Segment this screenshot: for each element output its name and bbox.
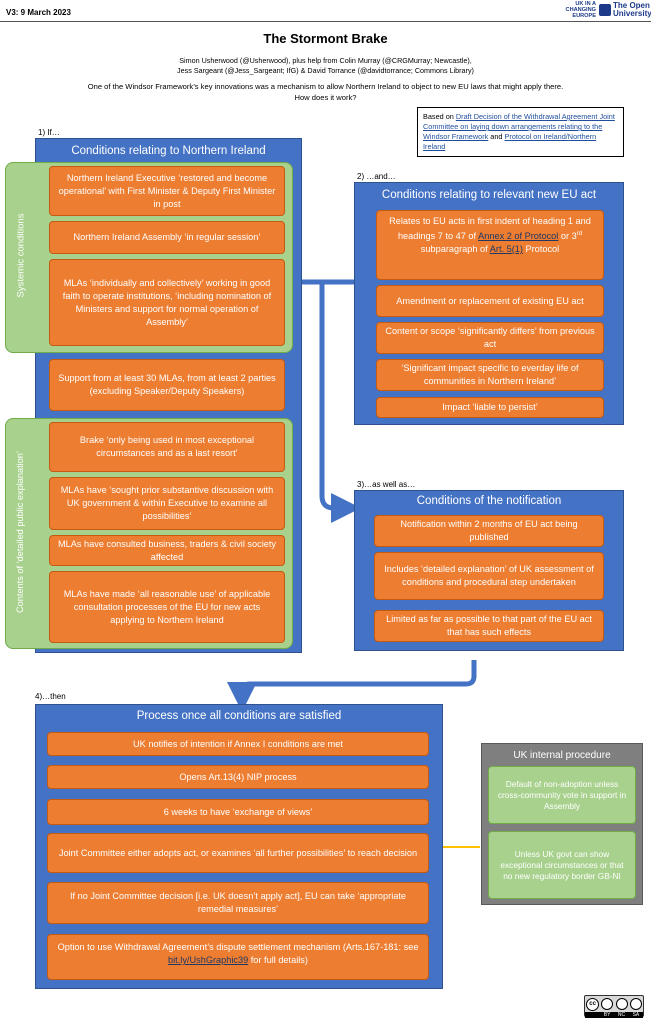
open-university-logo: The Open University [613,1,651,18]
opens-nip-process-step: Opens Art.13(4) NIP process [47,765,429,789]
header-divider [0,21,651,22]
mlas-good-faith-condition: MLAs ‘individually and collectively’ wor… [49,259,285,346]
uk-internal-procedure-heading: UK internal procedure [513,750,611,761]
significant-impact-condition: ‘Significant impact specific to everday … [376,359,604,391]
authors: Simon Usherwood (@Usherwood), plus help … [177,56,474,75]
attribution-icon [601,998,614,1010]
eu-act-conditions-heading: Conditions relating to relevant new EU a… [381,189,597,201]
step-3-label: 3)…as well as… [357,480,416,489]
step-2-label: 2) …and… [357,172,396,181]
non-commercial-icon [615,998,628,1010]
notification-timing-condition: Notification within 2 months of EU act b… [374,515,604,547]
prior-discussion-condition: MLAs have ‘sought prior substantive disc… [49,477,285,530]
impact-persist-condition: Impact ‘liable to persist’ [376,397,604,418]
step-4-label: 4)…then [35,692,66,701]
ni-assembly-condition: Northern Ireland Assembly ‘in regular se… [49,221,285,254]
share-alike-icon [629,998,642,1010]
limited-scope-condition: Limited as far as possible to that part … [374,610,604,642]
protocol-link[interactable]: Protocol on Ireland/Northern Ireland [423,132,597,151]
default-non-adoption-item: Default of non-adoption unless cross-com… [488,766,636,824]
step-1-label: 1) If… [38,128,60,137]
eu-remedial-measures-step: If no Joint Committee decision [i.e. UK … [47,882,429,924]
notification-conditions-heading: Conditions of the notification [416,495,562,507]
uk-notifies-step: UK notifies of intention if Annex I cond… [47,732,429,756]
ush-graphic-link[interactable]: bit.ly/UshGraphic39 [168,955,249,965]
amendment-condition: Amendment or replacement of existing EU … [376,285,604,317]
draft-decision-link[interactable]: Draft Decision of the Withdrawal Agreeme… [423,112,615,141]
ni-conditions-heading: Conditions relating to Northern Ireland [71,145,266,157]
eu-consultation-condition: MLAs have made ‘all reasonable use’ of a… [49,571,285,643]
mla-support-condition: Support from at least 30 MLAs, from at l… [49,359,285,411]
consultation-condition: MLAs have consulted business, traders & … [49,535,285,566]
version-label: V3: 9 March 2023 [6,8,71,17]
annex-2-link[interactable]: Annex 2 of Protocol [478,231,559,242]
creative-commons-license-badge: cc BY NC SA [584,995,644,1018]
eu-act-scope-condition: Relates to EU acts in first indent of he… [376,210,604,280]
detailed-explanation-condition: Includes ‘detailed explanation’ of UK as… [374,552,604,600]
joint-committee-step: Joint Committee either adopts act, or ex… [47,833,429,873]
source-box: Based on Draft Decision of the Withdrawa… [417,107,624,157]
page-title: The Stormont Brake [263,31,388,46]
cc-icon: cc [586,998,600,1011]
last-resort-condition: Brake ‘only being used in most exception… [49,422,285,472]
ni-executive-condition: Northern Ireland Executive ‘restored and… [49,166,285,216]
intro-text: One of the Windsor Framework’s key innov… [87,82,564,102]
art-5-1-link[interactable]: Art. 5(1) [489,244,523,255]
arrow-to-notification [319,282,361,523]
systemic-conditions-label: Systemic conditions [15,213,27,298]
open-university-logo-mark [599,4,611,16]
scope-differs-condition: Content or scope ‘significantly differs’… [376,322,604,354]
process-heading: Process once all conditions are satisfie… [136,710,342,722]
public-explanation-label: Contents of ‘detailed public explanation… [15,451,25,613]
exchange-of-views-step: 6 weeks to have ‘exchange of views’ [47,799,429,825]
dispute-settlement-step: Option to use Withdrawal Agreement’s dis… [47,934,429,980]
uk-in-a-changing-europe-logo: UK IN A CHANGING EUROPE [565,1,596,19]
arrow-to-process [227,660,477,712]
exceptional-circumstances-item: Unless UK govt can show exceptional circ… [488,831,636,899]
